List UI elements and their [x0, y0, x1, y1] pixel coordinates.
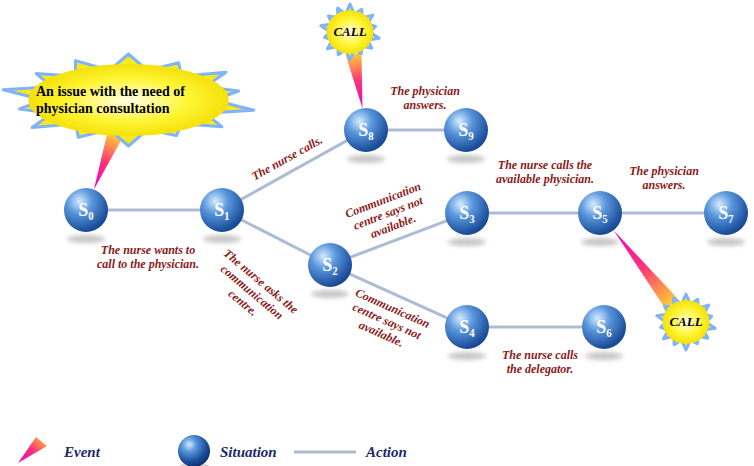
- sphere-shadow: [585, 352, 623, 360]
- sphere-shadow: [448, 352, 486, 360]
- action-label: The nurse calls the available physician.: [495, 158, 595, 186]
- situation-circle: S₃: [445, 191, 489, 235]
- action-label: Communication centre says not available.: [335, 282, 439, 359]
- event-text: CALL: [669, 314, 702, 330]
- situation-name: S₈: [358, 120, 373, 140]
- situation-name: S₇: [718, 203, 733, 223]
- event-starburst: An issue with the need of physician cons…: [0, 51, 260, 149]
- situation-name: S₄: [459, 317, 474, 337]
- situation-sphere-sample: [178, 435, 210, 466]
- situation-name: S₂: [322, 255, 337, 275]
- situation-name: S₅: [592, 203, 607, 223]
- action-label: The physician answers.: [621, 164, 707, 192]
- legend-text: Action: [366, 443, 407, 461]
- event-starburst: CALL: [653, 291, 719, 353]
- situation-name: S₀: [78, 200, 93, 220]
- event-text: CALL: [333, 24, 366, 40]
- situation-circle: S₈: [344, 108, 388, 152]
- situation-circle: S₉: [444, 108, 488, 152]
- sphere-shadow: [311, 290, 349, 298]
- sphere-shadow: [581, 238, 619, 246]
- situation-circle: S₇: [704, 191, 748, 235]
- legend-text: Situation: [220, 443, 277, 461]
- event-starburst: CALL: [317, 1, 383, 63]
- action-label: Communication centre says not available.: [336, 176, 440, 249]
- situation-name: S₉: [458, 120, 473, 140]
- situation-circle: S₀: [64, 188, 108, 232]
- situation-circle: S₆: [582, 305, 626, 349]
- situation-name: S₃: [459, 203, 474, 223]
- action-line: [622, 212, 704, 215]
- action-line: [489, 212, 578, 215]
- starburst-shape: [0, 51, 260, 149]
- situation-name: S₁: [214, 200, 229, 220]
- action-line: [108, 209, 200, 212]
- event-wedge-sample: [18, 437, 47, 463]
- action-label: The nurse calls the delegator.: [494, 348, 586, 376]
- sphere-shadow: [448, 238, 486, 246]
- event-wedge: [94, 132, 123, 189]
- sphere-shadow: [203, 235, 241, 243]
- legend-text: Event: [64, 443, 100, 461]
- sphere-shadow: [447, 155, 485, 163]
- situation-circle: S₂: [308, 243, 352, 287]
- action-label: The nurse asks the communication centre.: [198, 242, 305, 342]
- event-text: An issue with the need of physician cons…: [36, 83, 221, 117]
- action-line: [242, 220, 311, 255]
- event-wedge: [614, 230, 679, 309]
- action-label: The nurse wants to call to the physician…: [94, 243, 202, 271]
- action-line: [489, 326, 582, 329]
- sphere-shadow: [347, 155, 385, 163]
- situation-circle: S₁: [200, 188, 244, 232]
- situation-circle: S₅: [578, 191, 622, 235]
- action-line-sample: [294, 451, 356, 454]
- action-line: [388, 129, 444, 132]
- situation-circle: S₄: [445, 305, 489, 349]
- event-wedge: [346, 53, 363, 109]
- action-label: The physician answers.: [383, 84, 467, 112]
- situation-name: S₆: [596, 317, 611, 337]
- sphere-shadow: [707, 238, 745, 246]
- sphere-shadow: [67, 235, 105, 243]
